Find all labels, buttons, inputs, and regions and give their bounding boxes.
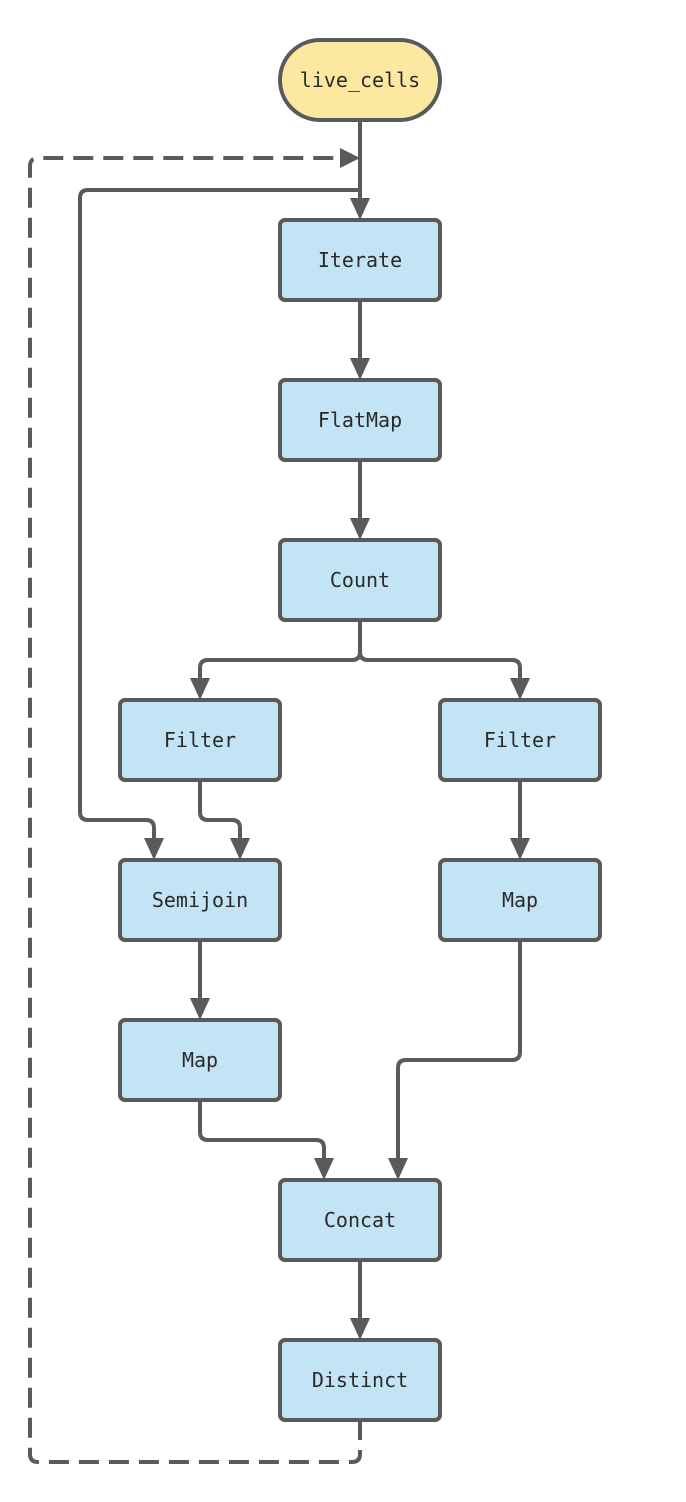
arrowhead-count bbox=[350, 518, 370, 540]
arrowhead-semijoin-right bbox=[230, 838, 250, 860]
node-map-right-label: Map bbox=[502, 888, 538, 912]
node-concat-label: Concat bbox=[324, 1208, 396, 1232]
node-concat-shape bbox=[278, 1178, 442, 1262]
node-live-cells-label: live_cells bbox=[300, 68, 420, 92]
node-filter-left-label: Filter bbox=[164, 728, 236, 752]
node-flatmap-shape bbox=[278, 378, 442, 462]
node-count-shape bbox=[278, 538, 442, 622]
node-distinct-label: Distinct bbox=[312, 1368, 408, 1392]
node-iterate-shape bbox=[278, 218, 442, 302]
edge-count-to-filter-left bbox=[198, 620, 362, 680]
arrowhead-semijoin-left bbox=[144, 838, 164, 860]
node-semijoin-label: Semijoin bbox=[152, 888, 248, 912]
node-count: Count bbox=[278, 538, 442, 622]
edge-map-left-to-concat bbox=[198, 1100, 326, 1160]
node-map-right: Map bbox=[438, 858, 602, 942]
node-iterate-label: Iterate bbox=[318, 248, 402, 272]
node-map-right-shape bbox=[438, 858, 602, 942]
edge-distinct-to-iterate-feedback bbox=[28, 156, 362, 1464]
node-map-left-label: Map bbox=[182, 1048, 218, 1072]
arrowhead-flatmap bbox=[350, 358, 370, 380]
node-flatmap-label: FlatMap bbox=[318, 408, 402, 432]
node-semijoin-shape bbox=[118, 858, 282, 942]
arrowhead-distinct bbox=[350, 1318, 370, 1340]
node-filter-right-label: Filter bbox=[484, 728, 556, 752]
node-iterate: Iterate bbox=[278, 218, 442, 302]
arrowhead-concat-left bbox=[314, 1158, 334, 1180]
arrowhead-map-left bbox=[190, 998, 210, 1020]
edge-iterate-to-semijoin bbox=[78, 188, 360, 840]
node-live-cells: live_cells bbox=[278, 38, 442, 122]
node-distinct: Distinct bbox=[278, 1338, 442, 1422]
node-concat: Concat bbox=[278, 1178, 442, 1262]
node-map-left: Map bbox=[118, 1018, 282, 1102]
arrowhead-iterate bbox=[350, 198, 370, 220]
edge-count-to-filter-right bbox=[358, 651, 522, 680]
arrowhead-map-right bbox=[510, 838, 530, 860]
edge-map-right-to-concat bbox=[396, 940, 522, 1160]
node-filter-left-shape bbox=[118, 698, 282, 782]
arrowhead-filter-right bbox=[510, 678, 530, 700]
node-map-left-shape bbox=[118, 1018, 282, 1102]
arrowhead-concat-right bbox=[388, 1158, 408, 1180]
edge-filter-left-to-semijoin bbox=[198, 780, 242, 840]
arrowhead-feedback bbox=[340, 148, 360, 168]
node-filter-right: Filter bbox=[438, 698, 602, 782]
node-filter-left: Filter bbox=[118, 698, 282, 782]
node-flatmap: FlatMap bbox=[278, 378, 442, 462]
node-semijoin: Semijoin bbox=[118, 858, 282, 942]
node-distinct-shape bbox=[278, 1338, 442, 1422]
node-live-cells-shape bbox=[278, 38, 442, 122]
node-count-label: Count bbox=[330, 568, 390, 592]
arrowhead-filter-left bbox=[190, 678, 210, 700]
node-filter-right-shape bbox=[438, 698, 602, 782]
